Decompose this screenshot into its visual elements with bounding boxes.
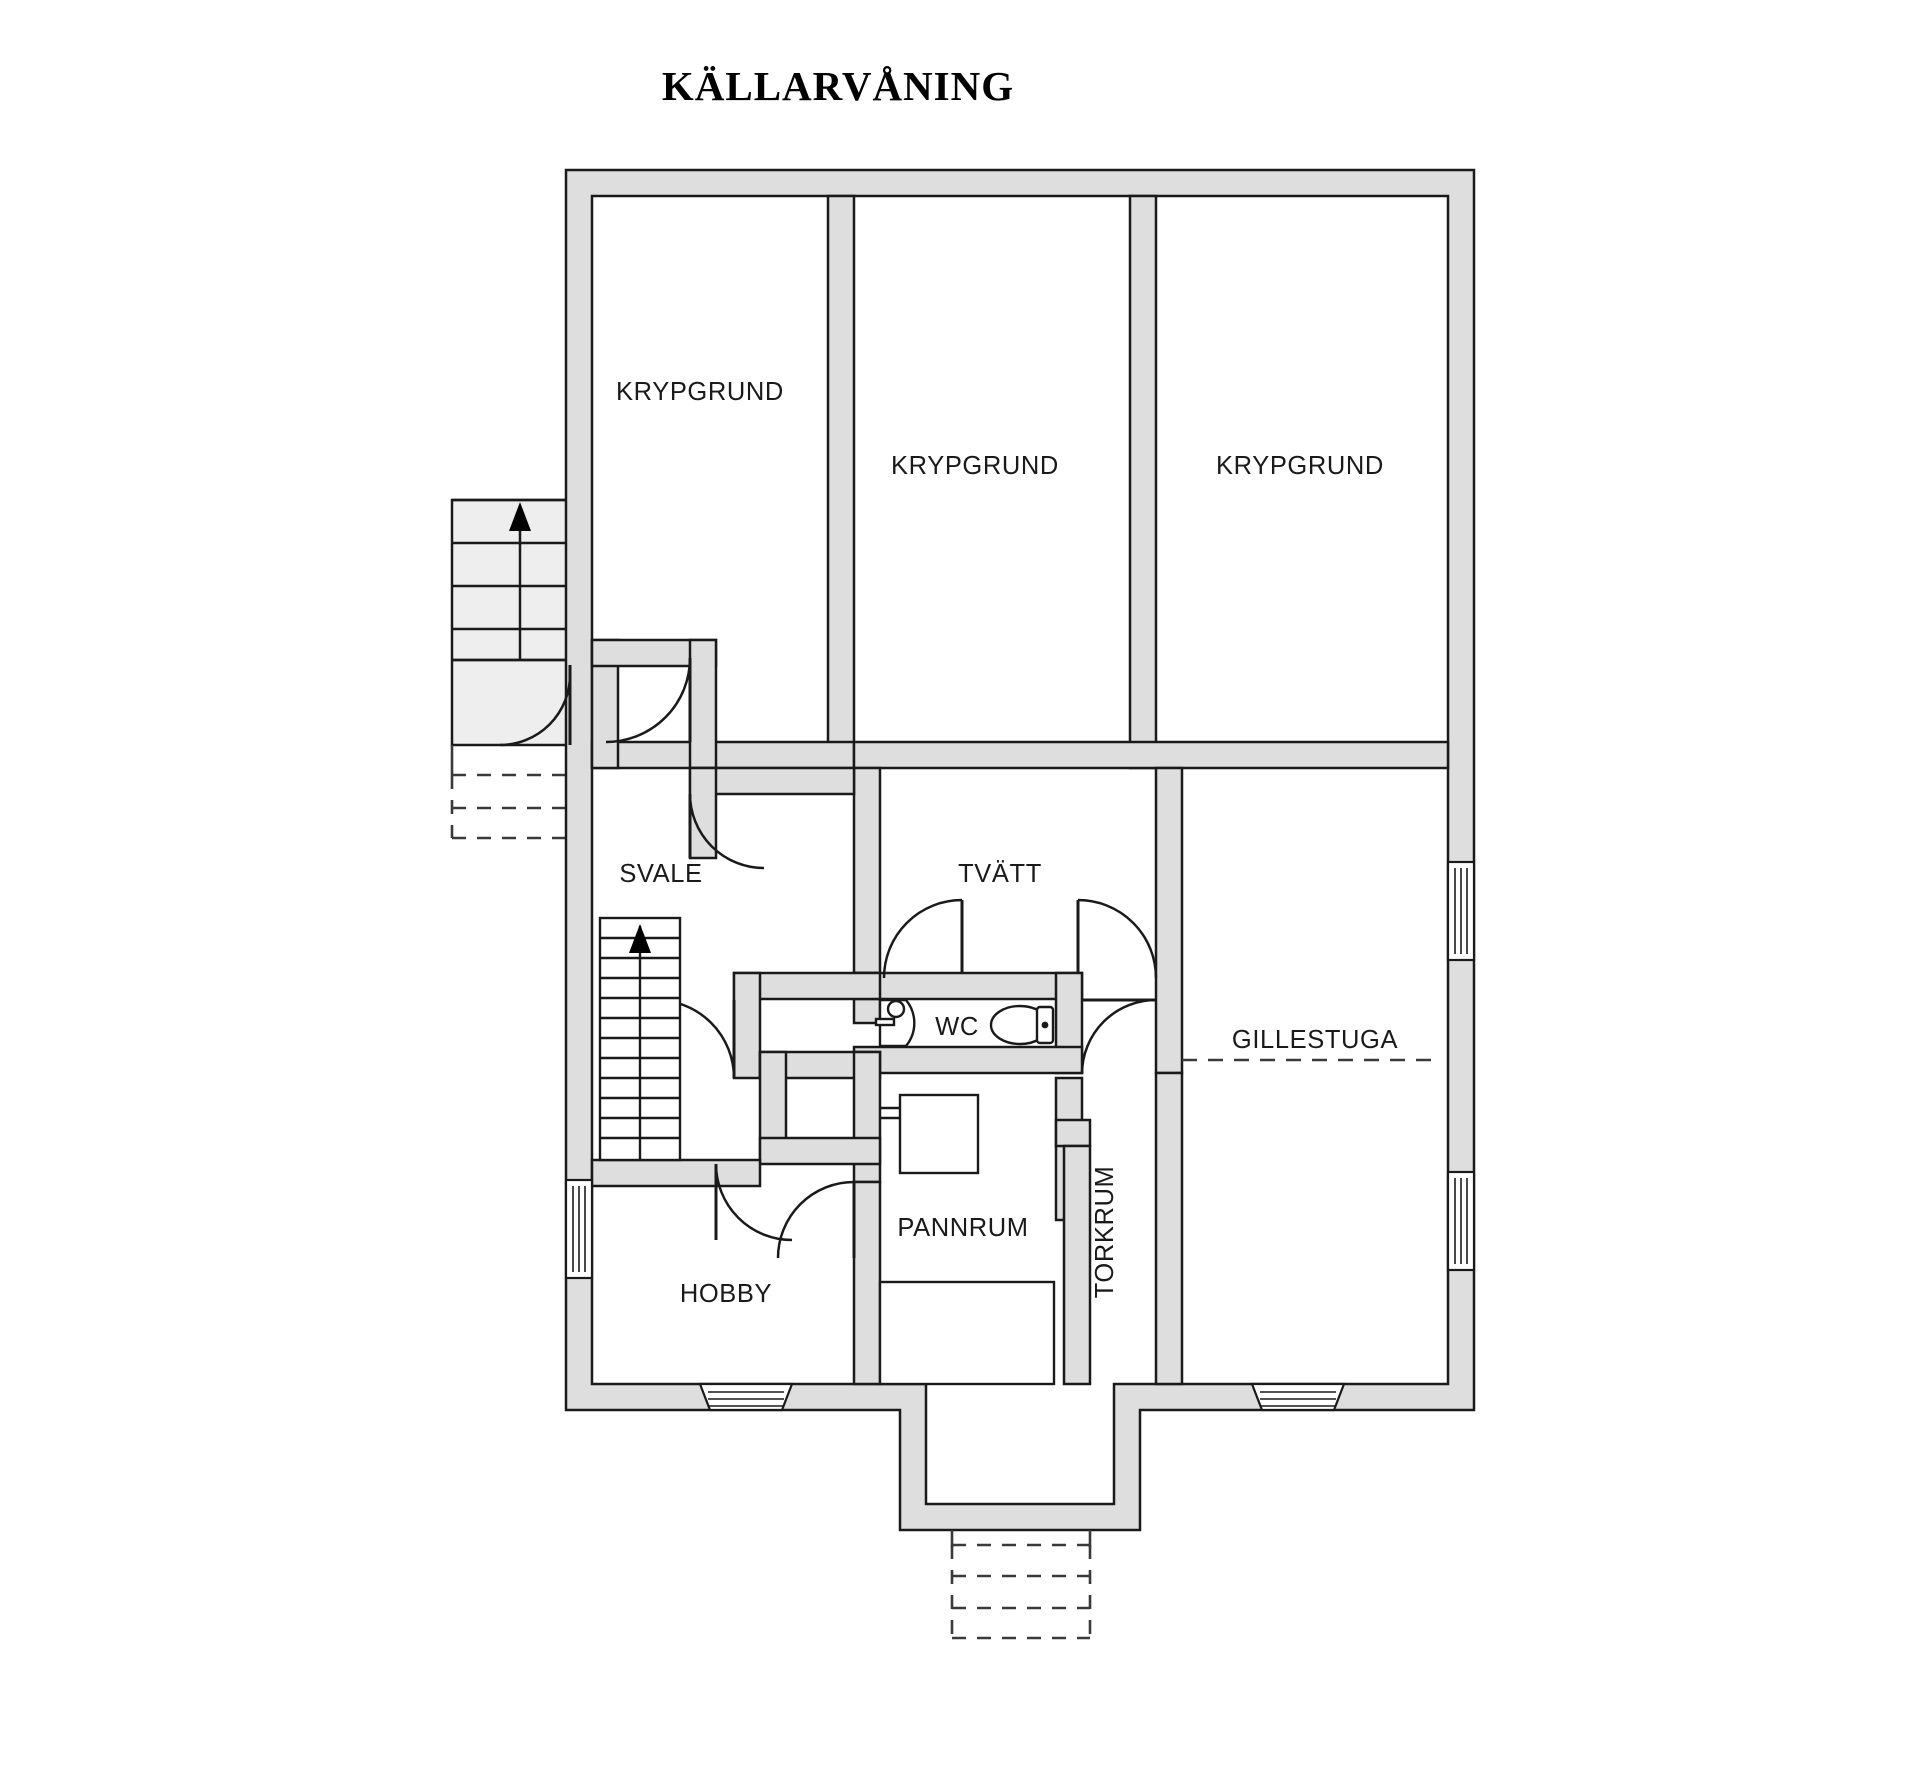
door-hobby-pannrum[interactable] (776, 1180, 856, 1259)
room-label-krypgrund-3: KRYPGRUND (1216, 452, 1384, 480)
page-title: KÄLLARVÅNING (661, 63, 1015, 109)
window-east-lower[interactable] (1446, 1170, 1476, 1272)
door-svale-north[interactable] (605, 657, 692, 744)
wc-sink (874, 998, 916, 1048)
room-label-wc: WC (935, 1013, 979, 1041)
doors (499, 657, 1158, 1259)
window-west-hobby[interactable] (564, 1178, 594, 1280)
room-label-torkrum: TORKRUM (1091, 1166, 1119, 1299)
door-hobby-north[interactable] (714, 1160, 816, 1242)
room-label-tvatt: TVÄTT (958, 860, 1042, 888)
room-label-krypgrund-1: KRYPGRUND (616, 378, 784, 406)
wc-toilet (989, 1004, 1055, 1046)
west-entry-steps (450, 773, 565, 840)
exterior-stair-up (450, 498, 572, 747)
door-tvatt-east[interactable] (1076, 898, 1158, 979)
south-entry-steps (950, 1543, 1092, 1640)
pannrum-boiler (880, 1093, 980, 1175)
room-label-svale: SVALE (619, 860, 702, 888)
interior-walls (590, 194, 1450, 1386)
window-south-hobby[interactable] (698, 1382, 794, 1412)
pannrum-tank (878, 1280, 1056, 1386)
door-entry-west[interactable] (499, 665, 572, 747)
window-south-gillestuga[interactable] (1250, 1382, 1346, 1412)
room-label-krypgrund-2: KRYPGRUND (891, 452, 1059, 480)
room-label-pannrum: PANNRUM (897, 1214, 1028, 1242)
room-label-gillestuga: GILLESTUGA (1232, 1026, 1398, 1054)
door-wc-east[interactable] (1080, 998, 1157, 1075)
door-tvatt-wc[interactable] (882, 898, 964, 979)
interior-stair-up (598, 916, 682, 1162)
window-east-upper[interactable] (1446, 860, 1476, 962)
room-label-hobby: HOBBY (680, 1280, 772, 1308)
door-svale-east[interactable] (688, 793, 765, 870)
